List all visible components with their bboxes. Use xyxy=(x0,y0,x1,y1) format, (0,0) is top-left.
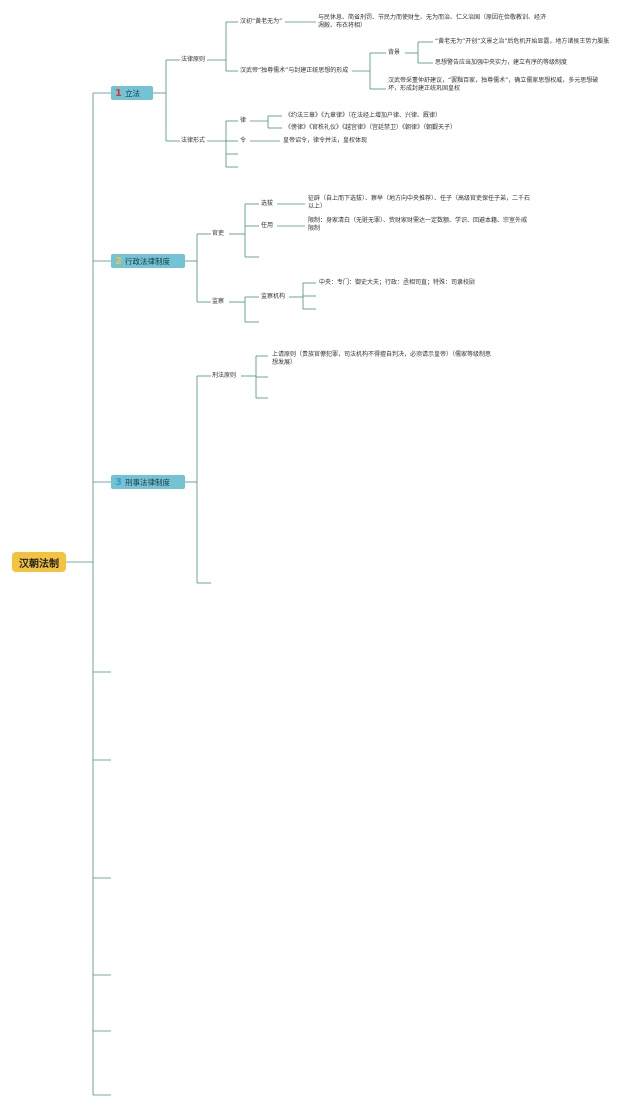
branch-number-3: 3 xyxy=(115,476,122,488)
branch-label-2: 行政法律制度 xyxy=(124,256,170,266)
node-appointment-detail: 限制：身家清白（无赃无罪）、赀财家财需达一定数额、学识、回避本籍、宗室外戚限制 xyxy=(308,217,528,232)
node-background[interactable]: 背景 xyxy=(388,49,401,56)
node-supervision-org[interactable]: 监察机构 xyxy=(261,293,286,300)
root-node[interactable]: 汉朝法制 xyxy=(12,552,66,572)
node-ling-detail: 皇帝诏令，律令并法，皇权体现 xyxy=(283,137,368,144)
node-huanglao[interactable]: 汉初“黄老无为” xyxy=(240,18,283,25)
root-label: 汉朝法制 xyxy=(19,558,59,570)
node-background-point-2: 思想警告应当加强中央实力，建立有序的等级制度 xyxy=(435,59,568,66)
node-shangqing: 上请原则（贵族官僚犯罪，司法机构不得擅自判决，必须请示皇帝）（儒家等级制思想发展… xyxy=(272,351,492,366)
node-legal-form[interactable]: 法律形式 xyxy=(181,137,206,144)
branch-number-2: 2 xyxy=(115,255,122,267)
node-lv-line-2: 《傍律》《官秩礼仪》《越宫律》（宫廷禁卫）《朝律》（朝觐天子） xyxy=(285,124,457,131)
node-supervision-detail: 中央：专门：御史大夫；行政：丞相司直；特殊：司隶校尉 xyxy=(319,279,476,286)
node-confucianism[interactable]: 汉武帝“独尊儒术”与封建正统思想的形成 xyxy=(240,67,349,74)
branch-node-administrative[interactable]: 2 行政法律制度 xyxy=(111,254,185,268)
branch-number-1: 1 xyxy=(115,87,122,99)
node-supervision[interactable]: 监察 xyxy=(212,298,225,305)
node-selection[interactable]: 选拔 xyxy=(261,200,274,207)
node-background-point-1: “黄老无为”开创“文景之治”后危机开始显露，地方诸侯王势力膨胀 xyxy=(435,38,610,45)
branch-label-3: 刑事法律制度 xyxy=(124,477,170,487)
branch-node-criminal[interactable]: 3 刑事法律制度 xyxy=(111,475,185,489)
node-lv-line-1: 《约法三章》《九章律》（在法经上增加户律、兴律、厩律） xyxy=(285,112,442,119)
node-officials[interactable]: 官吏 xyxy=(212,230,225,237)
node-selection-detail: 征辟（自上而下选拔）、察举（地方向中央推荐）、任子（高级官吏保任子弟，二千石以上… xyxy=(308,195,531,210)
branch-node-legislation[interactable]: 1 立法 xyxy=(111,86,153,100)
branch-label-1: 立法 xyxy=(124,88,140,98)
node-ling[interactable]: 令 xyxy=(240,137,247,144)
node-dongzhongshu: 汉武帝采董仲舒建议，“罢黜百家，独尊儒术”，确立儒家思想权威，多元思想破坏，形成… xyxy=(388,77,599,92)
node-appointment[interactable]: 任用 xyxy=(261,222,274,229)
node-legal-principle[interactable]: 法律原则 xyxy=(181,56,206,63)
node-lv[interactable]: 律 xyxy=(240,117,247,124)
node-criminal-principle[interactable]: 刑法原则 xyxy=(212,372,237,379)
node-huanglao-detail: 与民休息、简省刑罚、节民力而使财生、无为而治、仁义治国（原因在俭敬教训、经济凋敝… xyxy=(318,14,547,29)
